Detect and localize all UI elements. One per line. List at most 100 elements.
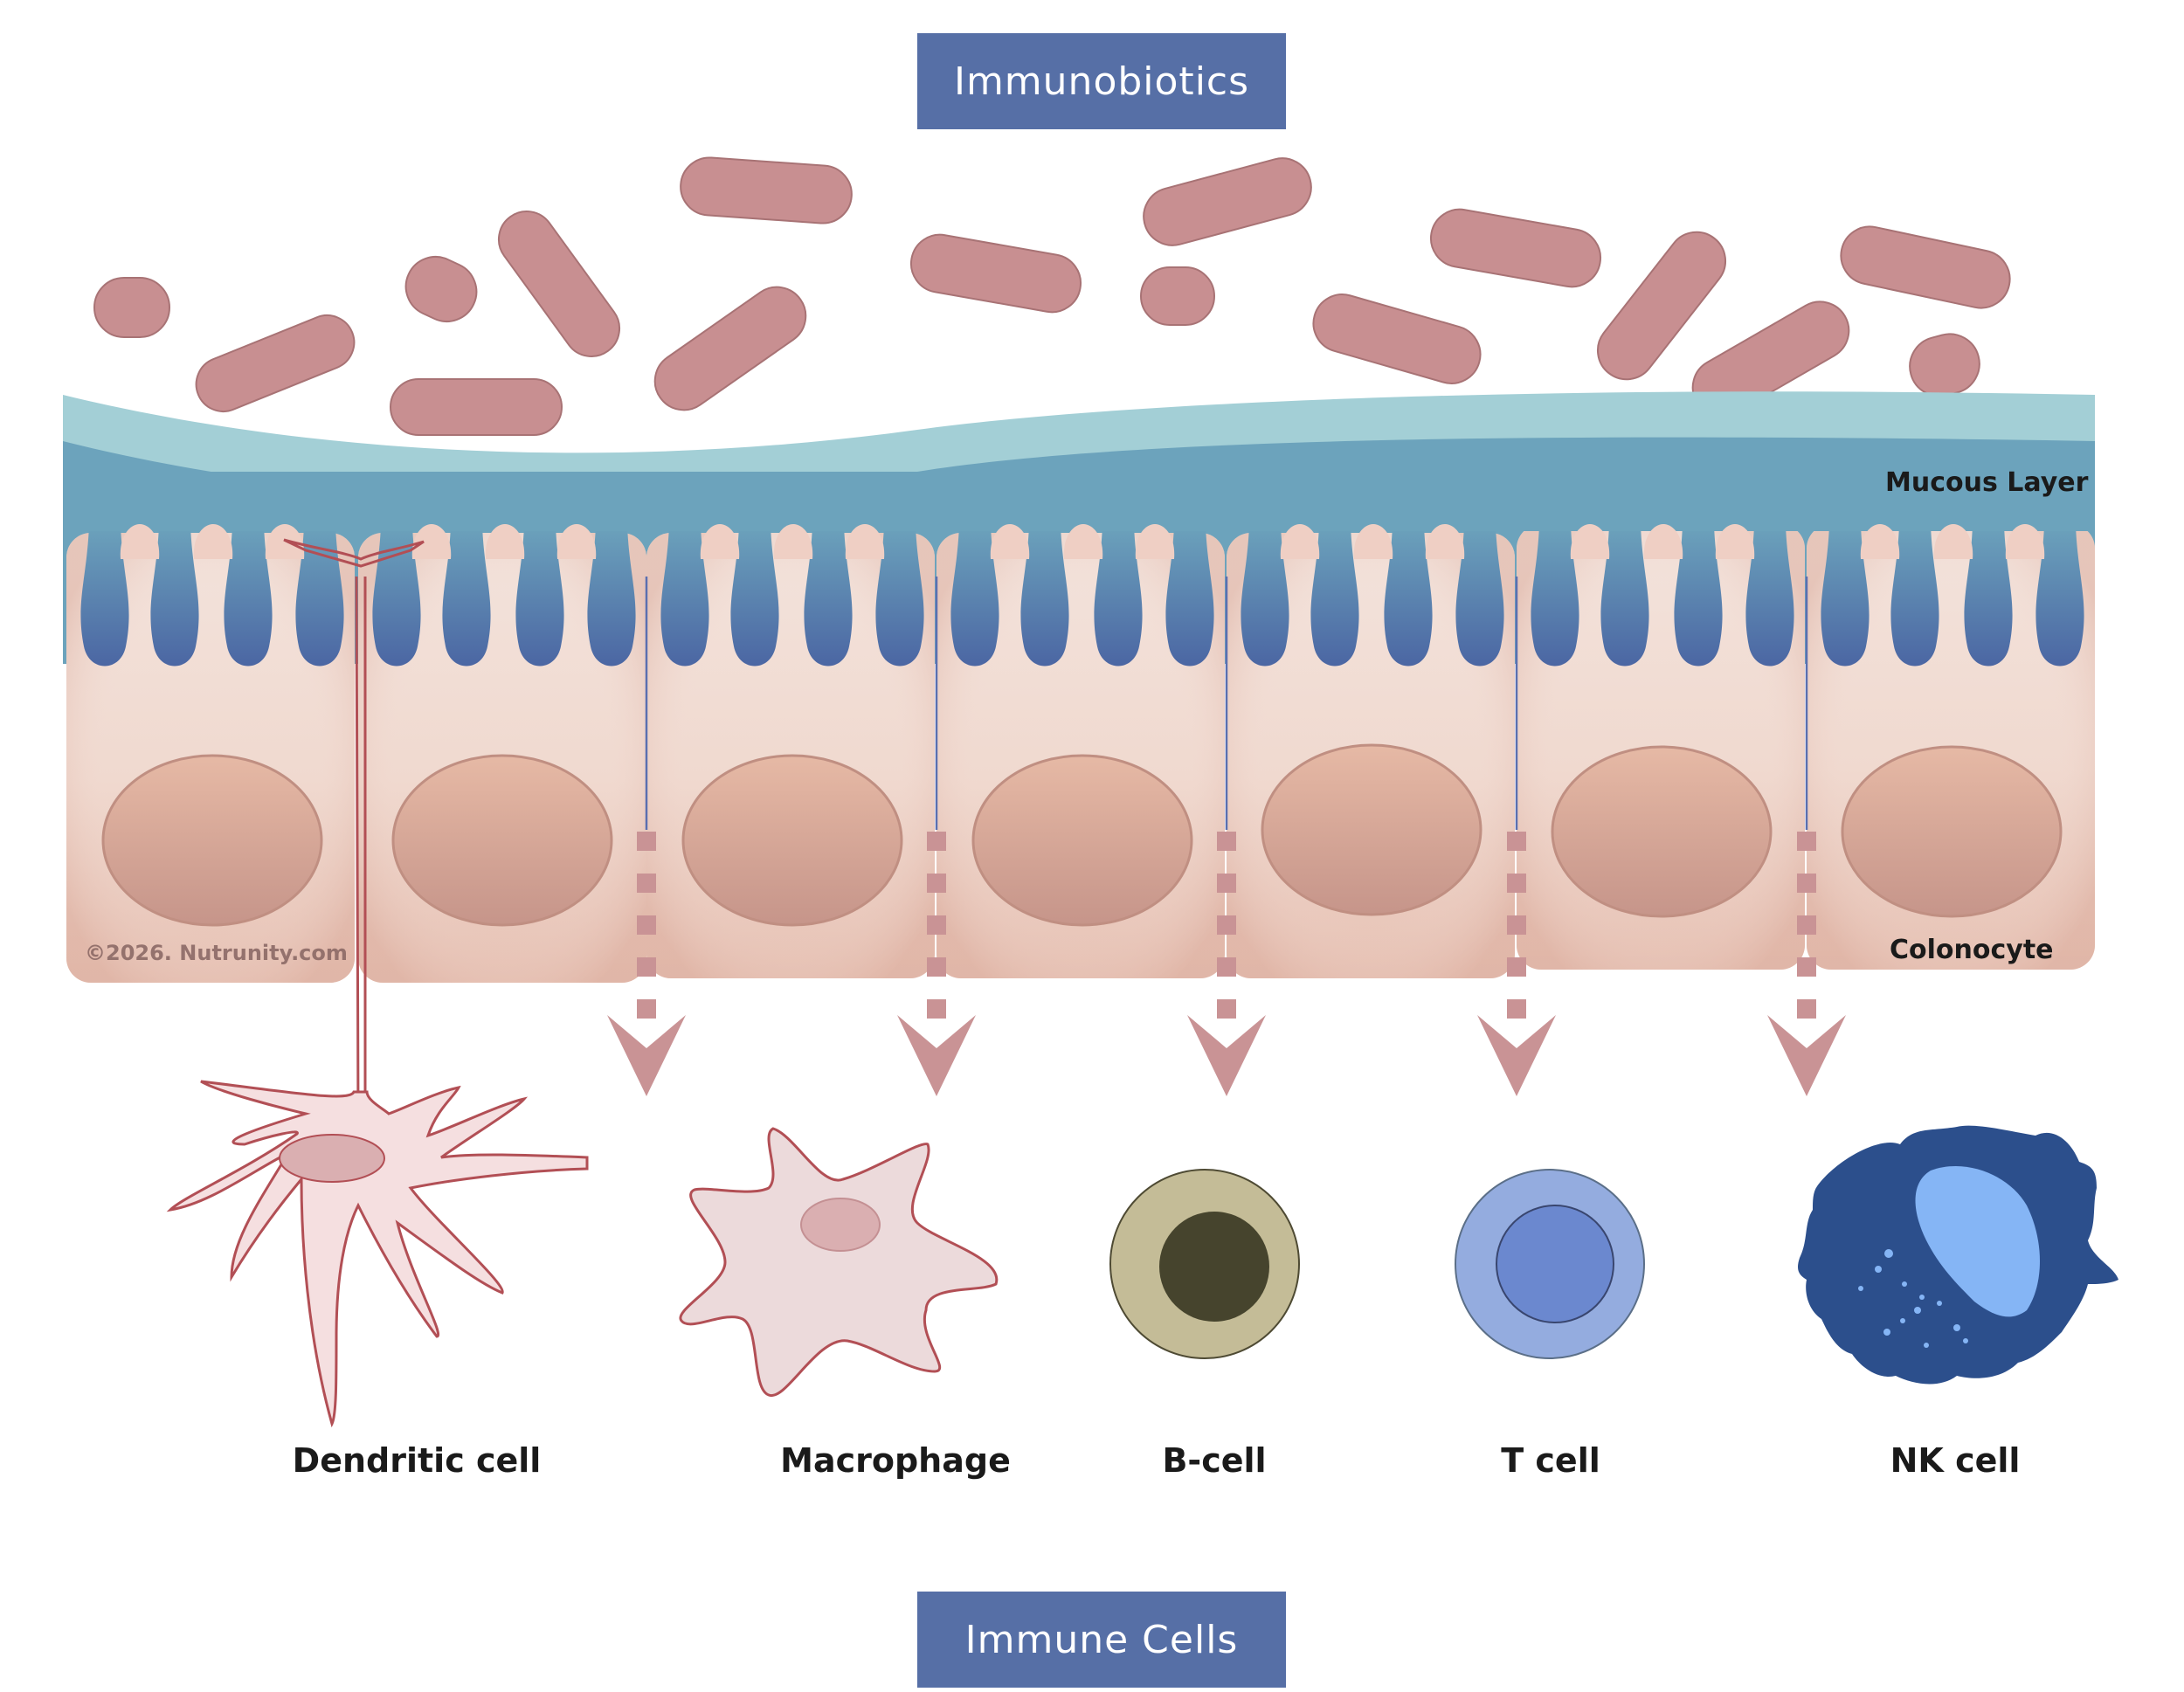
macrophage <box>679 1127 999 1397</box>
bacterium <box>1840 225 2011 309</box>
arrow-dash <box>1217 874 1236 893</box>
villus-top-band <box>63 472 2095 531</box>
microvillus-groove <box>804 524 853 666</box>
cell-junctions <box>645 577 1808 830</box>
villus-tip <box>556 524 597 559</box>
villus-tip <box>773 524 813 559</box>
arrow-dash <box>1797 957 1816 977</box>
mucous-layer-label: Mucous Layer <box>1885 467 2089 498</box>
microvillus-groove <box>1455 524 1504 666</box>
arrow-head <box>1767 1015 1846 1096</box>
arrow-dash <box>1217 832 1236 851</box>
microvillus-groove <box>587 524 636 666</box>
dendritic-cell-extension <box>283 538 425 1123</box>
villus-tip <box>411 524 452 559</box>
microvillus-groove <box>1674 524 1723 666</box>
t-cell-nucleus <box>1496 1205 1614 1323</box>
arrow-dash <box>1797 874 1816 893</box>
arrow-dash <box>1797 999 1816 1019</box>
arrow-dash <box>1507 832 1526 851</box>
arrow-dash <box>927 832 946 851</box>
arrow-dash <box>637 874 656 893</box>
t-cell <box>1455 1169 1645 1359</box>
arrow-dash <box>1507 999 1526 1019</box>
bacterium <box>93 277 170 338</box>
bacterium <box>1143 157 1312 246</box>
microvillus-groove <box>1165 524 1214 666</box>
microvillus-groove <box>1531 524 1579 666</box>
arrow-head <box>1187 1015 1266 1096</box>
microvillus-groove <box>950 524 999 666</box>
villus-tip <box>120 524 160 559</box>
villus-tip <box>1353 524 1393 559</box>
arrow-head <box>1477 1015 1556 1096</box>
bacterium <box>497 211 621 357</box>
nuclei <box>101 743 2063 927</box>
arrow-dash <box>1507 915 1526 935</box>
arrow-dash <box>1507 874 1526 893</box>
nk-cell-nucleus <box>1915 1165 2040 1317</box>
dendritic-cell-nucleus <box>279 1134 385 1183</box>
arrow-dash <box>1797 915 1816 935</box>
microvillus-groove <box>80 524 129 666</box>
villus-tip <box>1933 524 1973 559</box>
microvillus-groove <box>224 524 273 666</box>
bacterium <box>1909 333 1980 397</box>
villus-tip <box>2005 524 2045 559</box>
arrow-dash <box>1217 915 1236 935</box>
arrow-dash <box>927 915 946 935</box>
villus-tip <box>1425 524 1465 559</box>
colonocyte-layer <box>63 472 2095 983</box>
bacterium <box>653 286 807 411</box>
nucleus <box>681 754 903 927</box>
villus-tip <box>1643 524 1683 559</box>
macrophage-label: Macrophage <box>780 1441 1011 1480</box>
microvillus-groove <box>295 524 344 666</box>
bacterium <box>390 378 563 436</box>
microvillus-groove <box>660 524 709 666</box>
b-cell <box>1109 1169 1300 1359</box>
microvillus-groove <box>1890 524 1939 666</box>
bacterium <box>1140 266 1215 326</box>
bacterium <box>680 156 853 224</box>
arrow-dash <box>927 999 946 1019</box>
villus-tip <box>1715 524 1755 559</box>
villus-tip <box>1063 524 1103 559</box>
bacterium <box>1596 231 1727 381</box>
nk-cell <box>1797 1125 2118 1385</box>
villus-tip <box>193 524 233 559</box>
microvillus-groove <box>1821 524 1870 666</box>
dendritic-cell <box>166 1080 589 1428</box>
villus-tip <box>990 524 1030 559</box>
arrow-head <box>897 1015 976 1096</box>
microvillus-groove <box>1964 524 2013 666</box>
nucleus <box>971 754 1193 927</box>
bacterium <box>1312 294 1482 384</box>
arrow-dash <box>637 999 656 1019</box>
bacterium <box>404 256 478 322</box>
bacterium <box>1429 208 1602 288</box>
nucleus <box>1841 745 2063 918</box>
arrow-dash <box>927 957 946 977</box>
immune-cells-title: Immune Cells <box>917 1592 1286 1688</box>
arrow-dash <box>1217 999 1236 1019</box>
b-cell-nucleus <box>1159 1212 1269 1322</box>
nucleus <box>1551 745 1773 918</box>
villus-tip <box>1135 524 1175 559</box>
t-cell-label: T cell <box>1501 1441 1600 1480</box>
arrow-dash <box>637 832 656 851</box>
villus-tip <box>1570 524 1610 559</box>
microvilli <box>63 472 2095 666</box>
colonocyte-label: Colonocyte <box>1890 935 2054 965</box>
microvillus-groove <box>515 524 564 666</box>
microvillus-groove <box>1310 524 1359 666</box>
nucleus <box>101 754 323 927</box>
villus-tip <box>700 524 740 559</box>
microvillus-groove <box>150 524 199 666</box>
nucleus <box>1261 743 1482 916</box>
macrophage-nucleus <box>800 1198 881 1252</box>
arrow-dash <box>1217 957 1236 977</box>
arrow-dash <box>1797 832 1816 851</box>
immunobiotics-title: Immunobiotics <box>917 33 1286 129</box>
